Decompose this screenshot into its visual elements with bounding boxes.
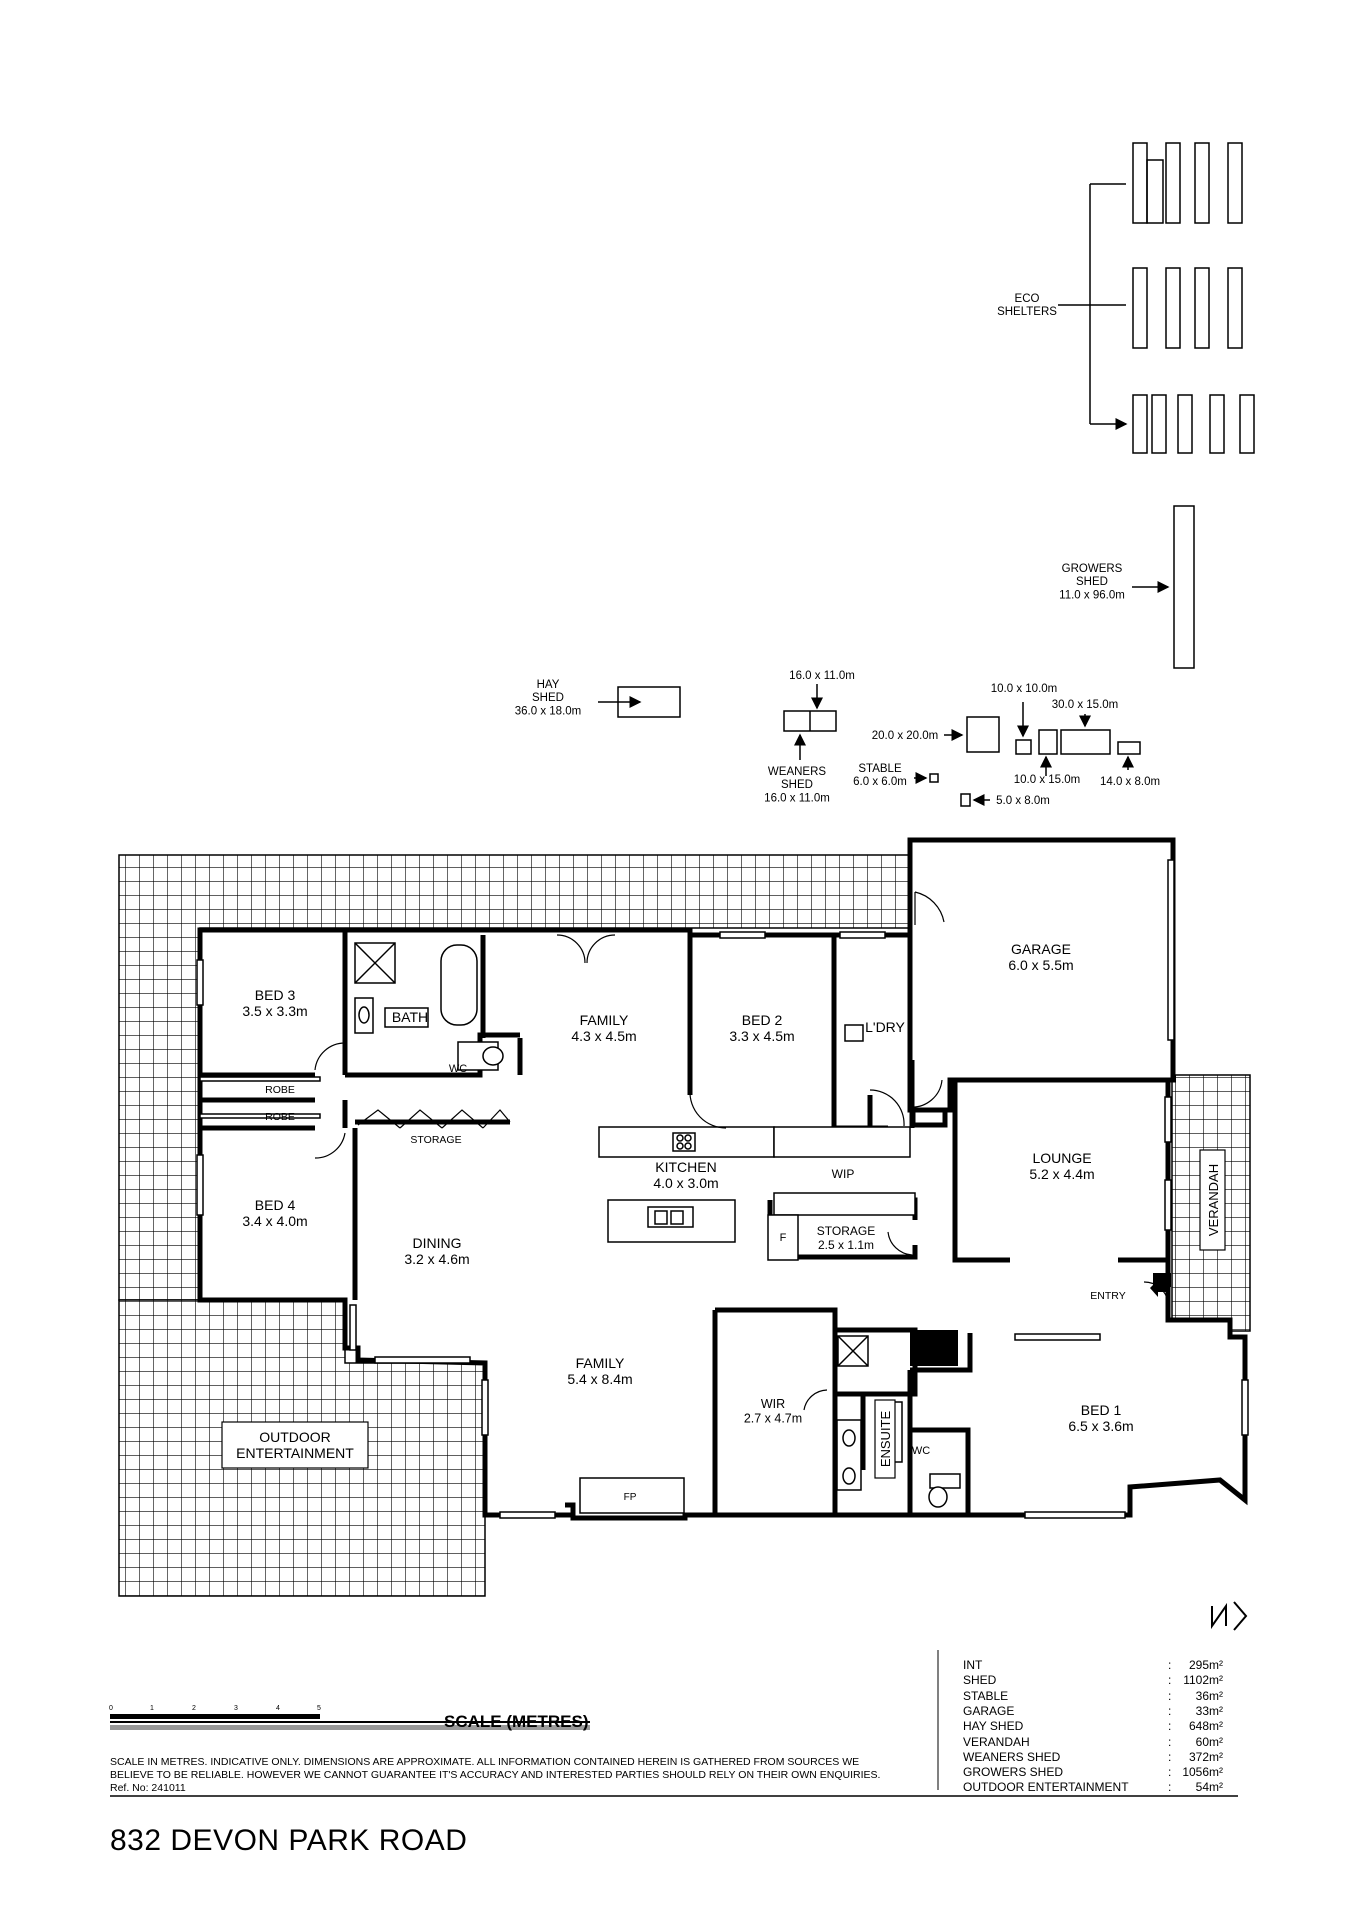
- area-name: GROWERS SHED: [963, 1765, 1064, 1780]
- robe1-label: ROBE: [265, 1084, 295, 1096]
- entry-label: ENTRY: [1090, 1290, 1125, 1302]
- area-name: HAY SHED: [963, 1719, 1024, 1734]
- area-separator: :: [1168, 1780, 1172, 1795]
- area-separator: :: [1168, 1734, 1172, 1749]
- area-name: INT: [963, 1658, 983, 1672]
- area-separator: :: [1168, 1765, 1172, 1780]
- area-value: 54m²: [1195, 1780, 1223, 1795]
- ensuite-label-group: ENSUITE: [874, 1399, 896, 1479]
- shed-30x15-label: 30.0 x 15.0m: [1052, 699, 1118, 711]
- wc2-label: WC: [912, 1445, 930, 1457]
- shed-20-label: 20.0 x 20.0m: [872, 730, 938, 742]
- shed-10x10-label: 10.0 x 10.0m: [991, 683, 1057, 695]
- area-separator: :: [1168, 1749, 1172, 1764]
- area-name: SHED: [963, 1673, 997, 1688]
- area-value: 372m²: [1188, 1749, 1223, 1764]
- scale-bar: [110, 1714, 590, 1730]
- scale-ticks: 0 1 2 3 4 5: [109, 1705, 321, 1712]
- shed-10x15-label: 10.0 x 15.0m: [1014, 774, 1080, 786]
- area-name: STABLE: [963, 1688, 1009, 1703]
- verandah-label: VERANDAH: [1206, 1164, 1221, 1236]
- area-value: 33m²: [1195, 1703, 1223, 1718]
- disclaimer-line-1: SCALE IN METRES. INDICATIVE ONLY. DIMENS…: [110, 1756, 860, 1768]
- wip-label: WIP: [832, 1167, 855, 1181]
- scale-tick-1: 1: [150, 1705, 154, 1712]
- scale-tick-4: 4: [276, 1705, 280, 1712]
- area-value: 648m²: [1188, 1719, 1223, 1734]
- bath-label: BATH: [392, 1009, 428, 1025]
- area-value: 60m²: [1195, 1734, 1223, 1749]
- scale-tick-0: 0: [109, 1705, 113, 1712]
- laundry-label: L'DRY: [865, 1019, 905, 1035]
- reference-number: Ref. No: 241011: [110, 1782, 186, 1794]
- scale-tick-2: 2: [192, 1705, 196, 1712]
- area-value: 36m²: [1195, 1688, 1223, 1703]
- doors: [314, 891, 1169, 1411]
- weaners-shed: [783, 684, 837, 760]
- disclaimer: SCALE IN METRES. INDICATIVE ONLY. DIMENS…: [110, 1756, 890, 1795]
- scale-tick-5: 5: [317, 1705, 321, 1712]
- scale-title: SCALE (METRES): [444, 1712, 589, 1731]
- structural-blocks: [910, 1273, 1171, 1366]
- hay-shed: [598, 686, 681, 718]
- shed-5x8-label: 5.0 x 8.0m: [996, 795, 1050, 807]
- area-value: 1056m²: [1182, 1765, 1223, 1780]
- area-separator: :: [1168, 1658, 1172, 1672]
- robe2-label: ROBE: [265, 1111, 295, 1123]
- area-name: GARAGE: [963, 1703, 1015, 1718]
- eco-shelters-group: [1058, 142, 1255, 454]
- weaners-top-label: 16.0 x 11.0m: [789, 670, 855, 682]
- shed-14x8-label: 14.0 x 8.0m: [1100, 776, 1160, 788]
- storage-top-label: STORAGE: [410, 1134, 461, 1146]
- ensuite-label: ENSUITE: [878, 1411, 893, 1468]
- entry-arrow-icon: [1150, 1280, 1168, 1297]
- fp-label: FP: [624, 1492, 637, 1503]
- area-separator: :: [1168, 1703, 1172, 1718]
- wc1-label: WC: [449, 1063, 467, 1075]
- farm-sheds-cluster: [914, 702, 1141, 807]
- verandah-label-group: VERANDAH: [1199, 1149, 1226, 1251]
- scale-tick-3: 3: [234, 1705, 238, 1712]
- windows: [196, 859, 1249, 1519]
- growers-shed: [1132, 505, 1195, 669]
- area-value: 1102m²: [1183, 1673, 1223, 1688]
- area-separator: :: [1168, 1688, 1172, 1703]
- disclaimer-line-2: BELIEVE TO BE RELIABLE. HOWEVER WE CANNO…: [110, 1769, 881, 1781]
- north-compass-icon: [1211, 1601, 1248, 1631]
- area-separator: :: [1168, 1673, 1172, 1688]
- f-label: F: [780, 1232, 787, 1244]
- area-separator: :: [1168, 1719, 1172, 1734]
- area-name: VERANDAH: [963, 1734, 1030, 1749]
- interior-walls: [200, 930, 973, 1515]
- area-name: WEANERS SHED: [963, 1749, 1061, 1764]
- property-address: 832 DEVON PARK ROAD: [110, 1824, 468, 1857]
- kitchen-fixtures: [579, 1024, 916, 1514]
- area-value: 295m²: [1188, 1658, 1223, 1672]
- area-name: OUTDOOR ENTERTAINMENT: [963, 1780, 1129, 1795]
